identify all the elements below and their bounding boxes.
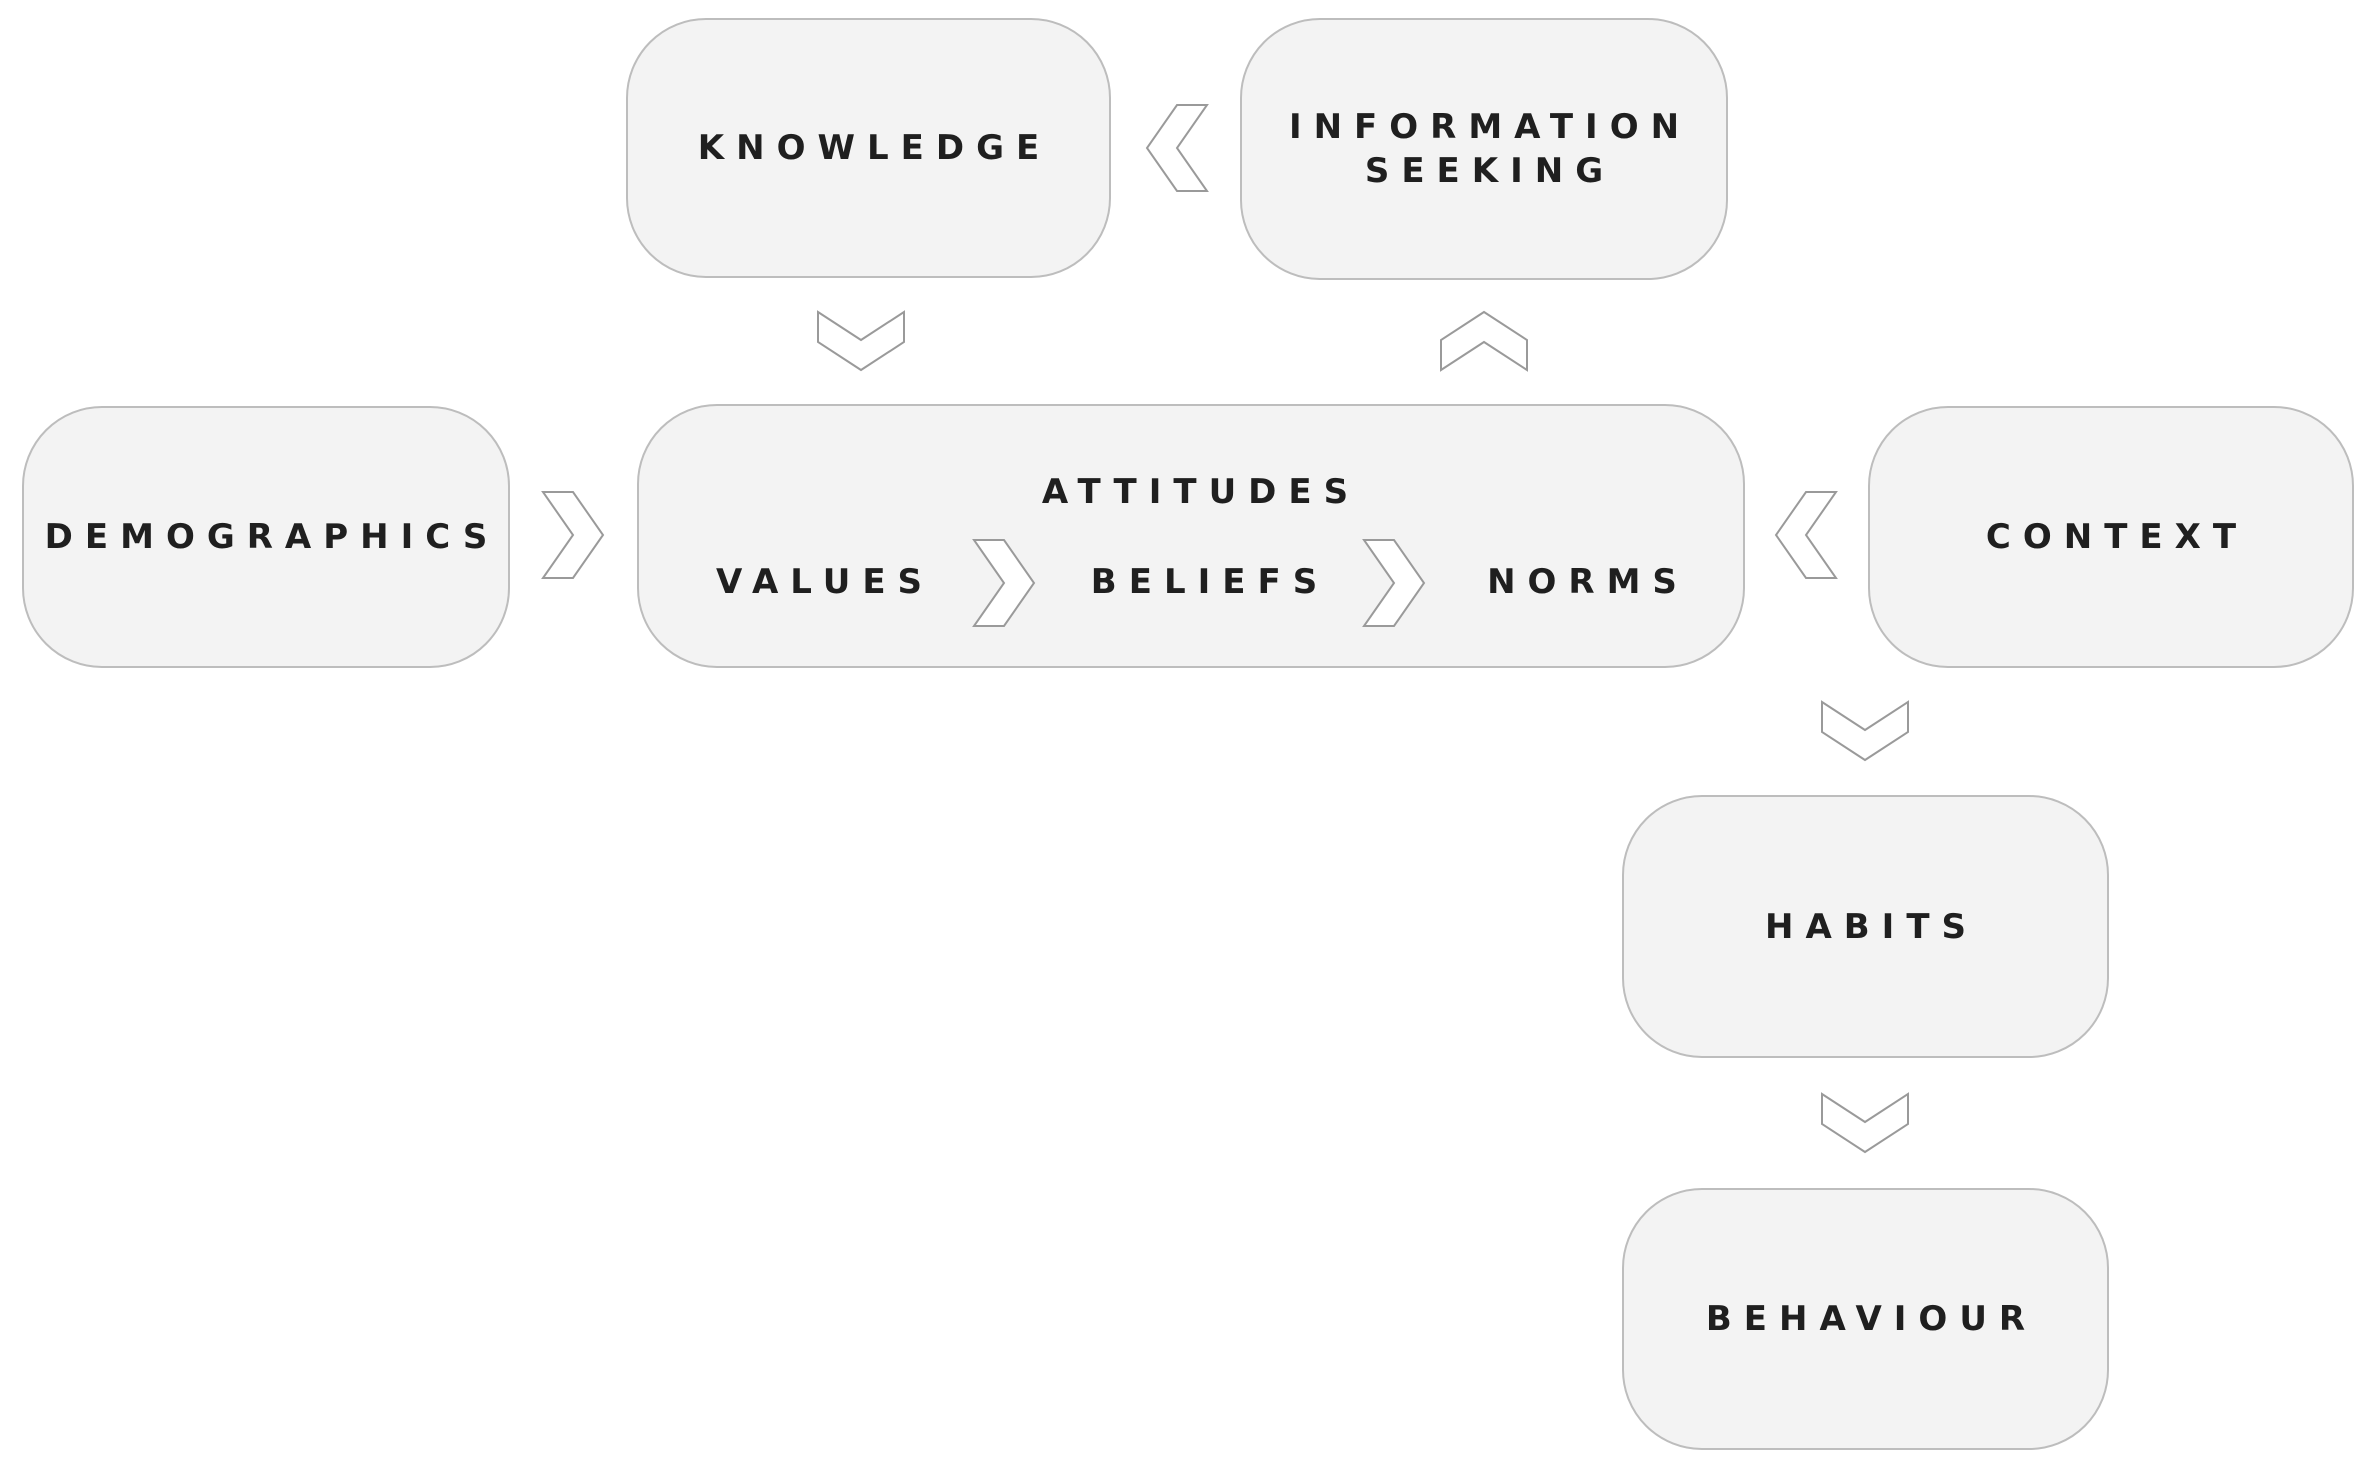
chevron-right-icon (1362, 539, 1426, 627)
behaviour-label: BEHAVIOUR (1705, 1299, 2038, 1339)
chevron-up-icon (1440, 310, 1528, 372)
norms-label: NORMS (1487, 562, 1689, 602)
chevron-left-icon (1145, 104, 1209, 192)
context-node: CONTEXT (1868, 406, 2354, 668)
chevron-down-icon (1821, 1092, 1909, 1154)
chevron-left-icon (1774, 491, 1838, 579)
chevron-down-icon (817, 310, 905, 372)
context-label: CONTEXT (1985, 517, 2249, 557)
knowledge-node: KNOWLEDGE (626, 18, 1111, 278)
habits-node: HABITS (1622, 795, 2109, 1058)
information-seeking-node: INFORMATION SEEKING (1240, 18, 1728, 280)
habits-label: HABITS (1764, 906, 1978, 947)
demographics-label: DEMOGRAPHICS (44, 517, 500, 557)
chevron-right-icon (541, 491, 605, 579)
values-label: VALUES (715, 562, 935, 602)
chevron-right-icon (972, 539, 1036, 627)
attitudes-title: ATTITUDES (1041, 472, 1361, 512)
beliefs-label: BELIEFS (1090, 562, 1330, 602)
information-seeking-label: INFORMATION SEEKING (1288, 107, 1692, 191)
behaviour-node: BEHAVIOUR (1622, 1188, 2109, 1450)
attitudes-node: ATTITUDES VALUES BELIEFS NORMS (637, 404, 1745, 668)
knowledge-label: KNOWLEDGE (697, 128, 1052, 168)
demographics-node: DEMOGRAPHICS (22, 406, 510, 668)
chevron-down-icon (1821, 700, 1909, 762)
